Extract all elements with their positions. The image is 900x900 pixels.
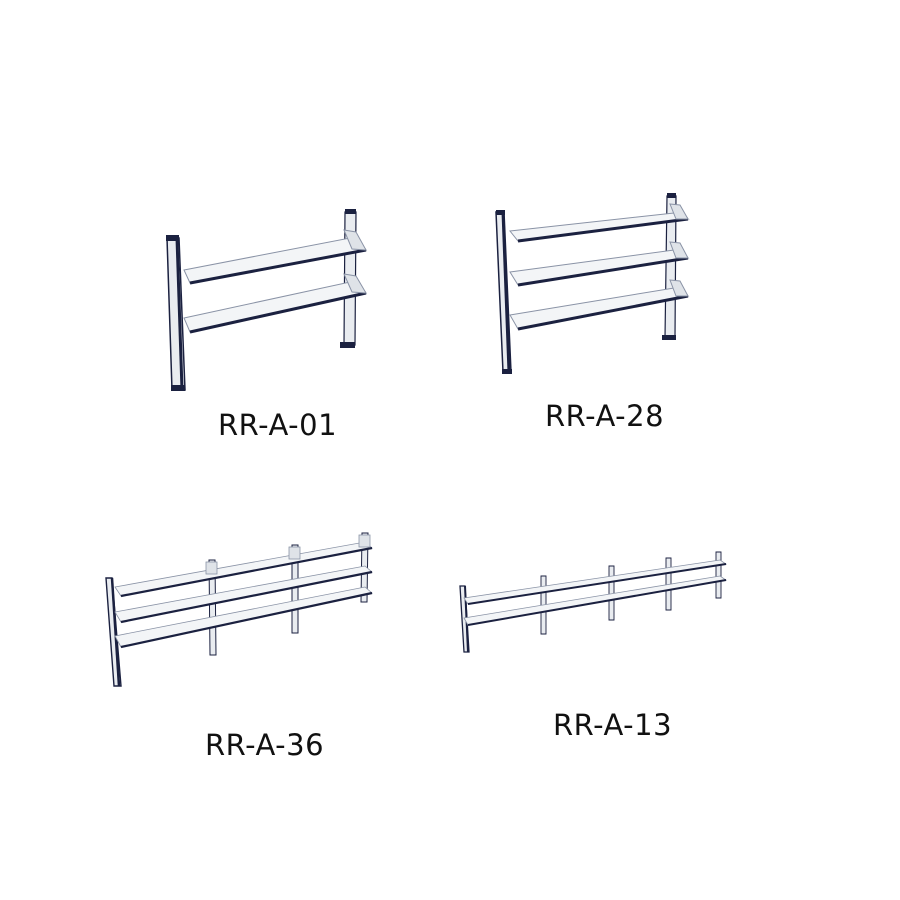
- shelf-rack-illustration: [105, 532, 373, 687]
- product-rr-a-28: RR-A-28: [450, 0, 900, 450]
- product-code-label: RR-A-01: [218, 408, 338, 442]
- product-rr-a-01: RR-A-01: [0, 0, 450, 450]
- shelf-rack-illustration: [495, 193, 690, 374]
- product-code-label: RR-A-36: [205, 728, 325, 762]
- product-code-label: RR-A-13: [553, 708, 673, 742]
- shelf-rack-illustration: [459, 551, 728, 653]
- shelf-rack-illustration: [166, 209, 368, 391]
- product-rr-a-36: RR-A-36: [0, 450, 450, 900]
- product-code-label: RR-A-28: [545, 399, 665, 433]
- product-rr-a-13: RR-A-13: [450, 450, 900, 900]
